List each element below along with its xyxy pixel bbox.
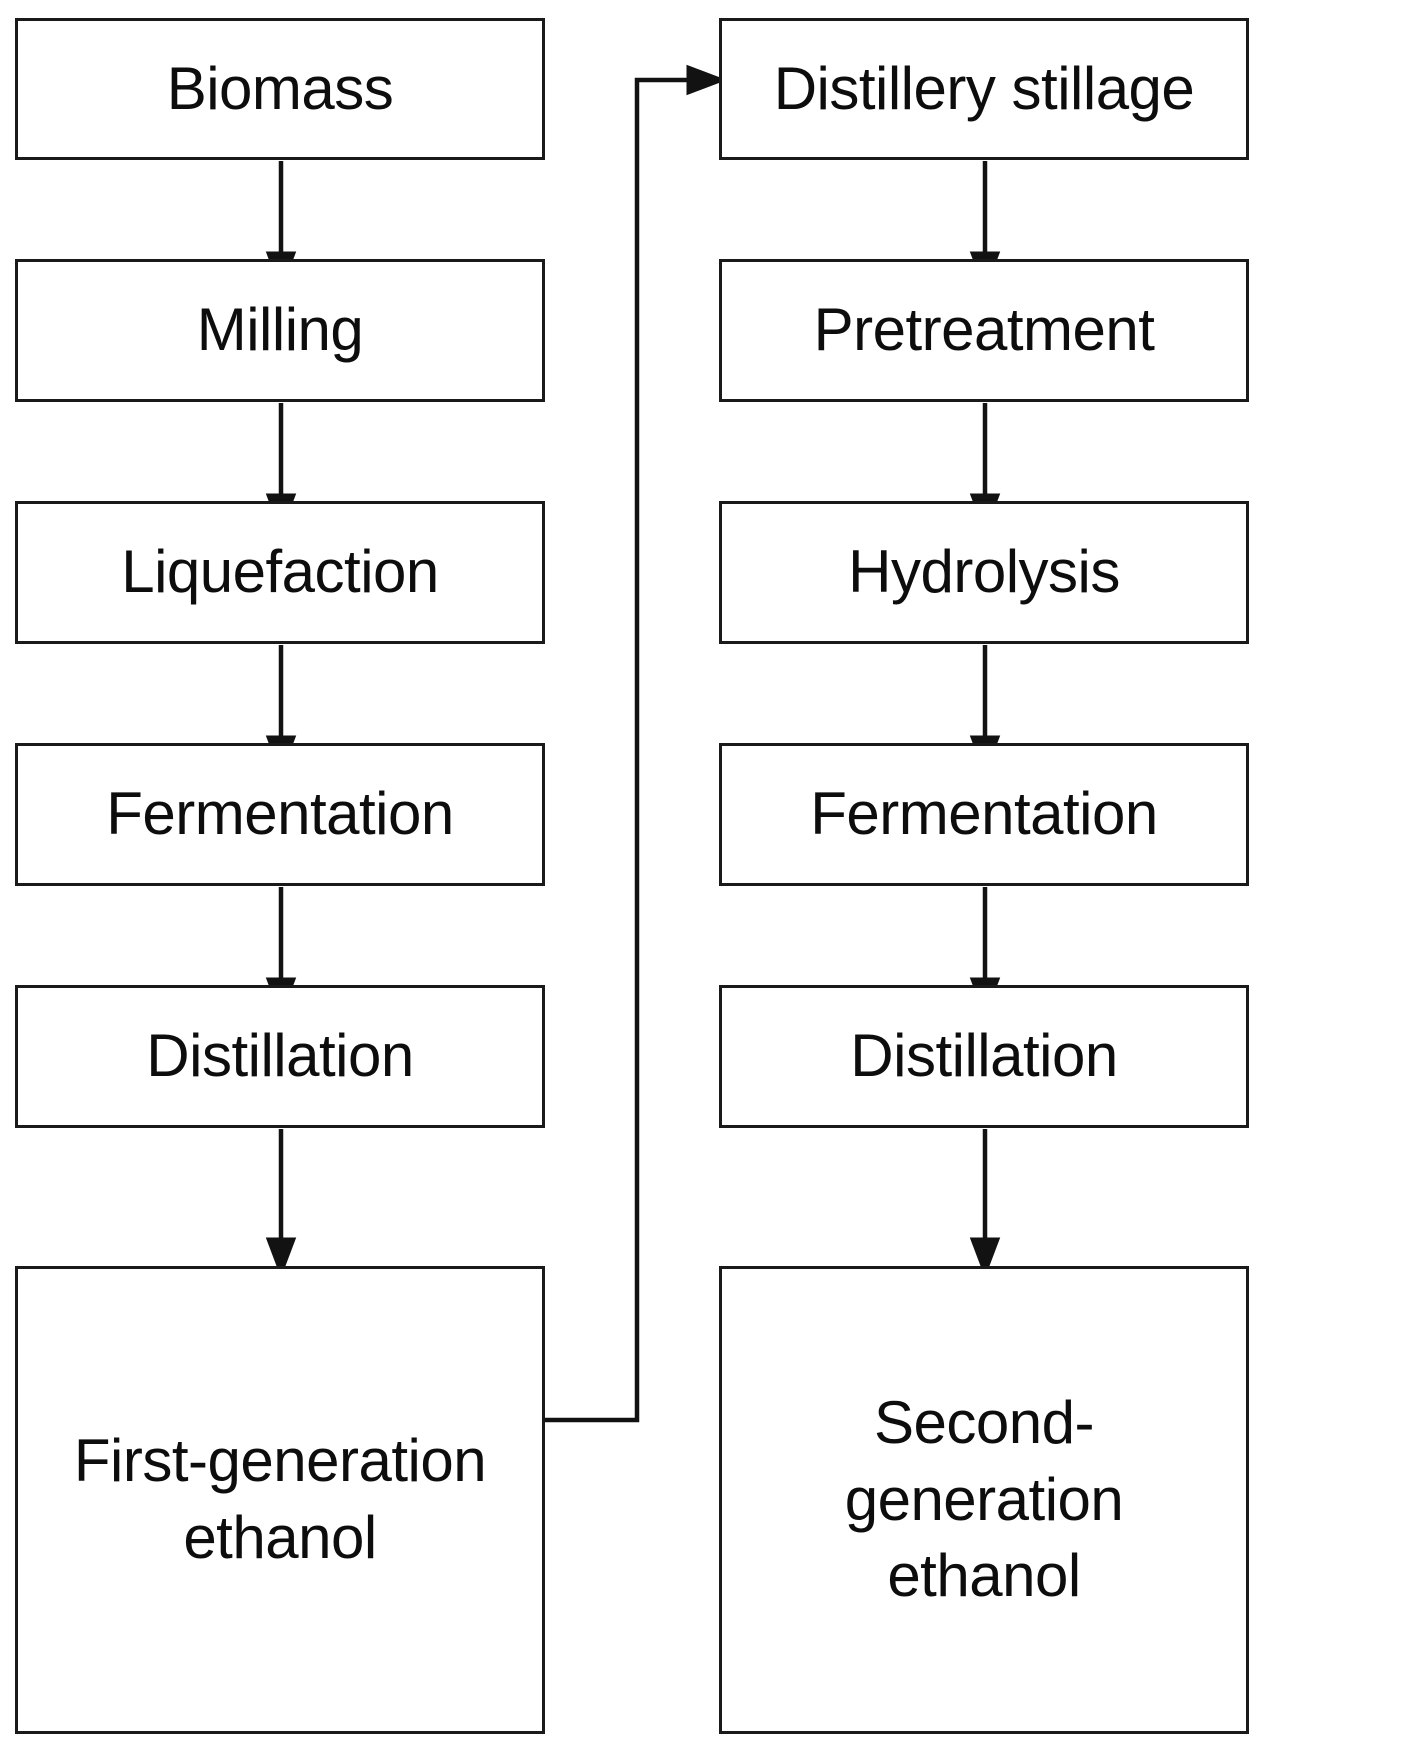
- node-liquefaction-label: Liquefaction: [121, 538, 439, 606]
- node-hydrolysis-label: Hydrolysis: [848, 538, 1120, 606]
- node-first-generation-ethanol-label-line1: First-generation: [73, 1427, 487, 1495]
- node-biomass[interactable]: Biomass: [15, 18, 545, 160]
- node-fermentation-first-gen[interactable]: Fermentation: [15, 743, 545, 886]
- node-second-generation-ethanol-label-line3: ethanol: [887, 1542, 1081, 1610]
- node-milling[interactable]: Milling: [15, 259, 545, 402]
- node-distillery-stillage-label: Distillery stillage: [773, 54, 1195, 122]
- node-distillation-second-gen[interactable]: Distillation: [719, 985, 1249, 1128]
- node-fermentation-first-gen-label: Fermentation: [106, 780, 454, 848]
- edge-first-gen-ethanol-to-stillage: [545, 64, 727, 1423]
- node-first-generation-ethanol[interactable]: First-generation ethanol: [15, 1266, 545, 1734]
- node-hydrolysis[interactable]: Hydrolysis: [719, 501, 1249, 644]
- node-distillation-second-gen-label: Distillation: [850, 1022, 1118, 1090]
- node-distillation-first-gen-label: Distillation: [146, 1022, 414, 1090]
- node-first-generation-ethanol-label-line2: ethanol: [183, 1504, 377, 1571]
- node-distillery-stillage[interactable]: Distillery stillage: [719, 18, 1249, 160]
- node-second-generation-ethanol-label-line1: Second-: [874, 1388, 1094, 1456]
- node-fermentation-second-gen-label: Fermentation: [810, 780, 1158, 848]
- node-fermentation-second-gen[interactable]: Fermentation: [719, 743, 1249, 886]
- node-milling-label: Milling: [196, 296, 364, 364]
- node-pretreatment[interactable]: Pretreatment: [719, 259, 1249, 402]
- node-liquefaction[interactable]: Liquefaction: [15, 501, 545, 644]
- node-second-generation-ethanol-label-line2: generation: [844, 1465, 1124, 1533]
- node-distillation-first-gen[interactable]: Distillation: [15, 985, 545, 1128]
- node-second-generation-ethanol[interactable]: Second- generation ethanol: [719, 1266, 1249, 1734]
- node-biomass-label: Biomass: [166, 54, 394, 122]
- node-pretreatment-label: Pretreatment: [813, 296, 1155, 364]
